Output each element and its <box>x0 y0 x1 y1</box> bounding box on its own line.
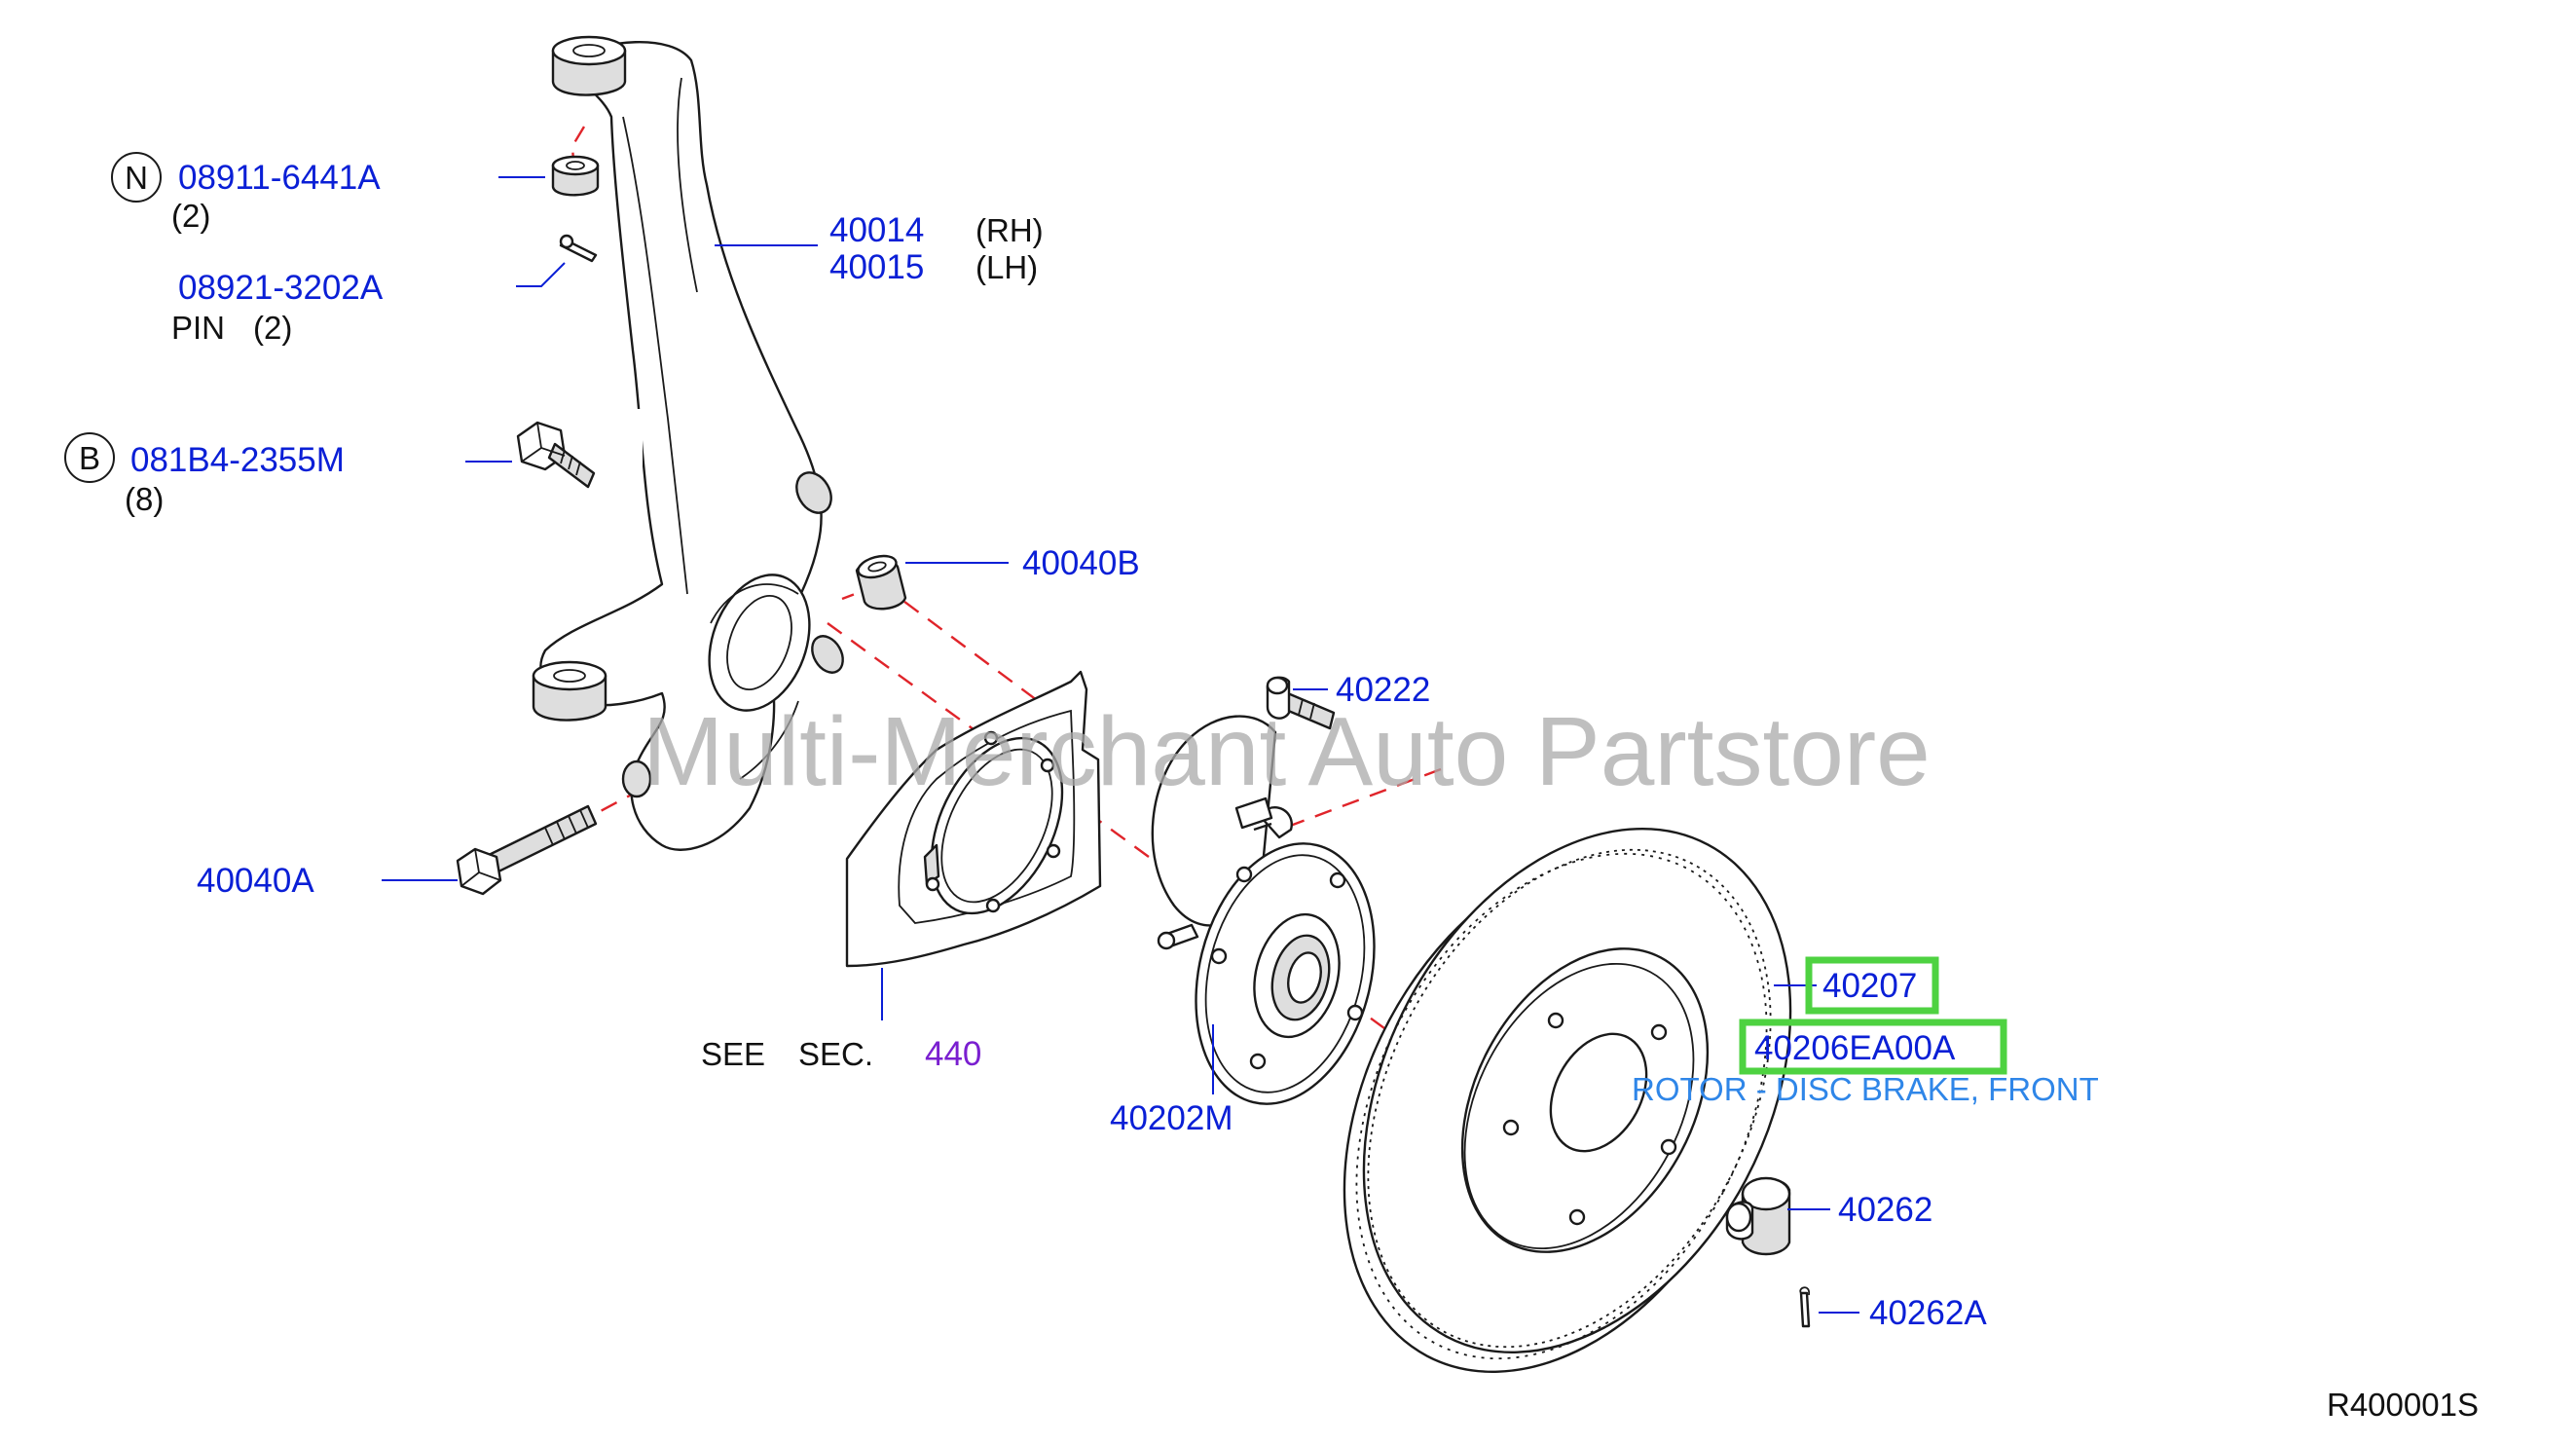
sec-word: SEC. <box>798 1036 873 1072</box>
bolt-081b4-final <box>506 409 643 516</box>
brake-rotor[interactable] <box>1259 755 1877 1445</box>
desc-rotor: ROTOR - DISC BRAKE, FRONT <box>1632 1071 2099 1107</box>
nut-08911[interactable] <box>551 155 600 197</box>
pin-word: PIN <box>171 310 225 346</box>
hub-assembly[interactable] <box>1151 715 1400 1124</box>
qty-08911: (2) <box>171 198 210 234</box>
label-40014[interactable]: 40014 <box>829 211 924 249</box>
watermark: Multi-Merchant Auto Partstore <box>643 697 1931 806</box>
qty-081b4: (8) <box>125 481 164 517</box>
highlight-40206ea00a <box>1739 1019 2007 1075</box>
label-40040b[interactable]: 40040B <box>1022 544 1140 582</box>
badge-b-letter: B <box>79 440 100 476</box>
badge-b: B <box>64 432 115 483</box>
badge-n-letter: N <box>125 160 148 196</box>
highlight-40207 <box>1805 956 1939 1015</box>
bolt-40040a[interactable] <box>456 804 598 896</box>
qty-08921: (2) <box>253 310 292 346</box>
label-08921-3202a[interactable]: 08921-3202A <box>178 269 384 307</box>
upper-bushing[interactable] <box>551 35 627 96</box>
label-08911-6441a[interactable]: 08911-6441A <box>178 159 381 197</box>
label-sec-440[interactable]: 440 <box>925 1035 981 1073</box>
label-40262a[interactable]: 40262A <box>1869 1294 1987 1332</box>
hub-cap-40262[interactable] <box>1725 1176 1791 1256</box>
leader-lines <box>382 176 1859 1314</box>
hub-bolt-40222[interactable] <box>1266 676 1336 730</box>
label-40222[interactable]: 40222 <box>1336 671 1430 709</box>
label-40040a[interactable]: 40040A <box>197 862 314 900</box>
bushing-40040b[interactable] <box>855 552 907 611</box>
lower-bushing[interactable] <box>532 660 607 722</box>
label-40207[interactable]: 40207 <box>1822 967 1917 1005</box>
label-40202m[interactable]: 40202M <box>1110 1099 1233 1137</box>
cotter-pin-40262a[interactable] <box>1799 1286 1811 1328</box>
label-081b4-2355m[interactable]: 081B4-2355M <box>130 441 345 479</box>
backing-plate[interactable] <box>845 670 1102 968</box>
label-40206ea00a[interactable]: 40206EA00A <box>1754 1029 1956 1067</box>
badge-n: N <box>111 152 162 203</box>
cotter-pin-08921[interactable] <box>559 234 598 263</box>
label-40015[interactable]: 40015 <box>829 248 924 286</box>
side-rh: (RH) <box>975 212 1044 248</box>
label-40262[interactable]: 40262 <box>1838 1191 1932 1229</box>
see-word: SEE <box>701 1036 765 1072</box>
side-lh: (LH) <box>975 249 1038 285</box>
diagram-code: R400001S <box>2327 1387 2479 1423</box>
